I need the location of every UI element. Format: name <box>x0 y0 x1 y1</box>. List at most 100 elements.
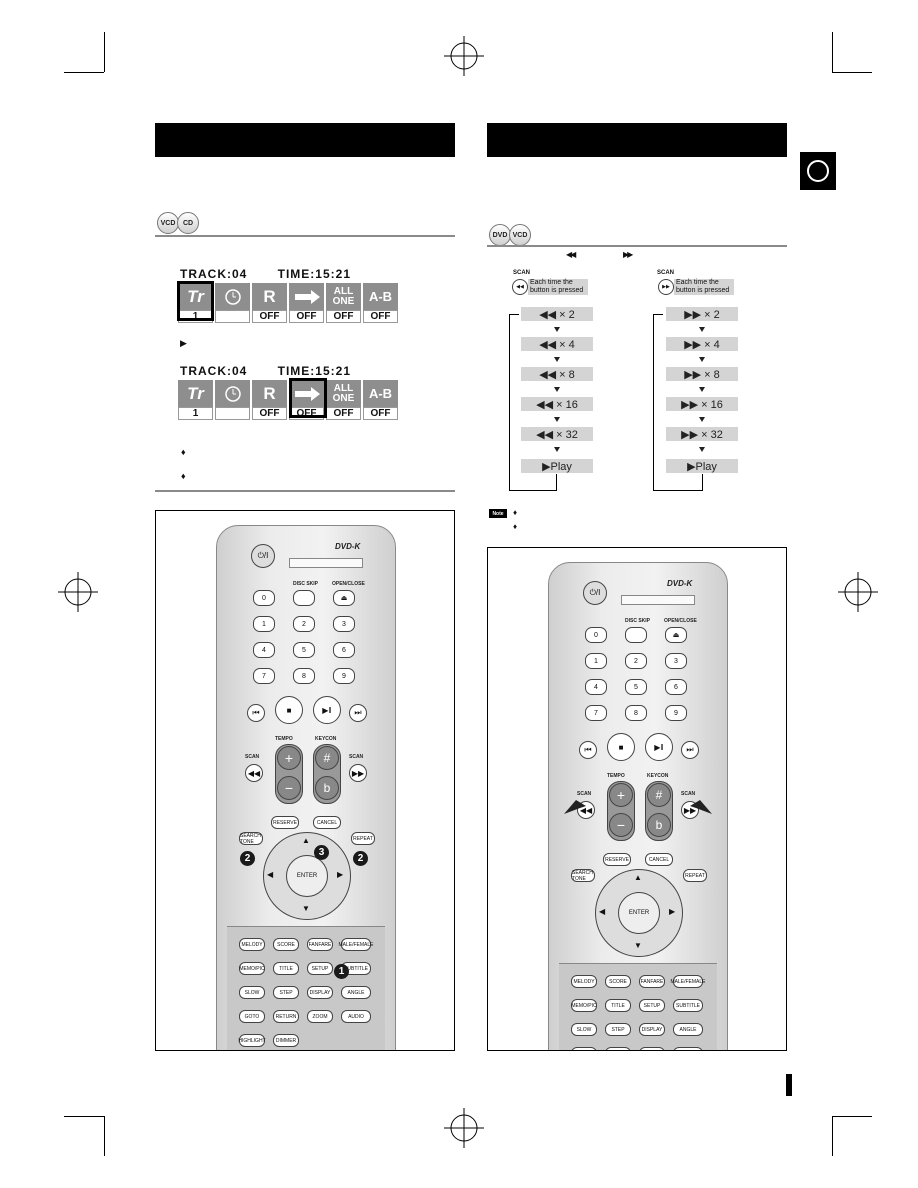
right-arrow-icon[interactable]: ▶ <box>337 870 344 879</box>
zoom-button[interactable]: ZOOM <box>639 1047 665 1050</box>
dimmer-button[interactable]: DIMMER <box>273 1034 299 1047</box>
setup-button[interactable]: SETUP <box>639 999 665 1012</box>
number-button-0[interactable]: 0 <box>585 627 607 643</box>
play-pause-button[interactable]: ▶‖ <box>645 733 673 761</box>
keycon-sharp-button[interactable]: # <box>647 783 671 807</box>
scan-back-button[interactable]: ◀◀ <box>245 764 263 782</box>
enter-button[interactable]: ENTER <box>618 892 660 934</box>
male-female-button[interactable]: MALE/FEMALE <box>671 975 706 988</box>
disc-skip-label: DISC SKIP <box>625 618 651 624</box>
open-close-button[interactable]: ⏏ <box>333 590 355 606</box>
highlight-button[interactable]: HIGHLIGHT <box>238 1034 266 1047</box>
repeat-button[interactable]: REPEAT <box>683 869 707 882</box>
number-button-0[interactable]: 0 <box>253 590 275 606</box>
number-button-3[interactable]: 3 <box>333 616 355 632</box>
audio-button[interactable]: AUDIO <box>673 1047 703 1050</box>
search-tone-button[interactable]: SEARCH TONE <box>239 832 263 845</box>
memo-pic-button[interactable]: MEMO/PIC <box>571 999 597 1012</box>
angle-button[interactable]: ANGLE <box>673 1023 703 1036</box>
skip-back-button[interactable]: ⏮ <box>579 741 597 759</box>
down-arrow-icon[interactable]: ▼ <box>302 904 310 913</box>
keycon-flat-button[interactable]: b <box>315 776 339 800</box>
slow-button[interactable]: SLOW <box>239 986 265 999</box>
fanfare-button[interactable]: FANFARE <box>307 938 333 951</box>
number-button-9[interactable]: 9 <box>665 705 687 721</box>
enter-button[interactable]: ENTER <box>286 855 328 897</box>
left-arrow-icon[interactable]: ◀ <box>599 907 606 916</box>
disc-skip-button[interactable] <box>293 590 315 606</box>
tempo-plus-button[interactable]: + <box>609 783 633 807</box>
power-button[interactable]: ⏻/I <box>251 544 275 568</box>
osd-r-icon: R <box>252 380 287 407</box>
number-button-8[interactable]: 8 <box>625 705 647 721</box>
stop-button[interactable]: ■ <box>275 696 303 724</box>
stop-button[interactable]: ■ <box>607 733 635 761</box>
tempo-minus-button[interactable]: − <box>609 813 633 837</box>
search-tone-button[interactable]: SEARCH TONE <box>571 869 595 882</box>
number-button-5[interactable]: 5 <box>625 679 647 695</box>
angle-button[interactable]: ANGLE <box>341 986 371 999</box>
subtitle-button[interactable]: SUBTITLE <box>673 999 703 1012</box>
osd-all-one-icon: ALL ONE <box>326 283 361 310</box>
score-button[interactable]: SCORE <box>605 975 631 988</box>
power-button[interactable]: ⏻/I <box>583 581 607 605</box>
number-button-2[interactable]: 2 <box>625 653 647 669</box>
tempo-minus-button[interactable]: − <box>277 776 301 800</box>
melody-button[interactable]: MELODY <box>239 938 265 951</box>
note-badge: Note <box>489 509 507 518</box>
number-button-4[interactable]: 4 <box>585 679 607 695</box>
number-button-3[interactable]: 3 <box>665 653 687 669</box>
open-close-button[interactable]: ⏏ <box>665 627 687 643</box>
zoom-button[interactable]: ZOOM <box>307 1010 333 1023</box>
number-button-6[interactable]: 6 <box>665 679 687 695</box>
keycon-sharp-button[interactable]: # <box>315 746 339 770</box>
up-arrow-icon[interactable]: ▲ <box>634 873 642 882</box>
number-button-6[interactable]: 6 <box>333 642 355 658</box>
fanfare-button[interactable]: FANFARE <box>639 975 665 988</box>
play-pause-button[interactable]: ▶‖ <box>313 696 341 724</box>
title-button[interactable]: TITLE <box>273 962 299 975</box>
goto-button[interactable]: GOTO <box>571 1047 597 1050</box>
number-button-7[interactable]: 7 <box>585 705 607 721</box>
display-button[interactable]: DISPLAY <box>307 986 333 999</box>
return-button[interactable]: RETURN <box>605 1047 631 1050</box>
title-button[interactable]: TITLE <box>605 999 631 1012</box>
memo-pic-button[interactable]: MEMO/PIC <box>239 962 265 975</box>
number-button-2[interactable]: 2 <box>293 616 315 632</box>
skip-back-button[interactable]: ⏮ <box>247 704 265 722</box>
number-button-8[interactable]: 8 <box>293 668 315 684</box>
disc-skip-button[interactable] <box>625 627 647 643</box>
repeat-button[interactable]: REPEAT <box>351 832 375 845</box>
number-button-5[interactable]: 5 <box>293 642 315 658</box>
keycon-flat-button[interactable]: b <box>647 813 671 837</box>
up-arrow-icon[interactable]: ▲ <box>302 836 310 845</box>
cancel-button[interactable]: CANCEL <box>645 853 673 866</box>
right-arrow-icon[interactable]: ▶ <box>669 907 676 916</box>
display-button[interactable]: DISPLAY <box>639 1023 665 1036</box>
number-button-1[interactable]: 1 <box>253 616 275 632</box>
return-button[interactable]: RETURN <box>273 1010 299 1023</box>
skip-forward-button[interactable]: ⏭ <box>349 704 367 722</box>
cancel-button[interactable]: CANCEL <box>313 816 341 829</box>
score-button[interactable]: SCORE <box>273 938 299 951</box>
male-female-button[interactable]: MALE/FEMALE <box>339 938 374 951</box>
step-button[interactable]: STEP <box>605 1023 631 1036</box>
skip-forward-button[interactable]: ⏭ <box>681 741 699 759</box>
audio-button[interactable]: AUDIO <box>341 1010 371 1023</box>
number-button-1[interactable]: 1 <box>585 653 607 669</box>
tempo-plus-button[interactable]: + <box>277 746 301 770</box>
reserve-button[interactable]: RESERVE <box>603 853 631 866</box>
melody-button[interactable]: MELODY <box>571 975 597 988</box>
slow-button[interactable]: SLOW <box>571 1023 597 1036</box>
step-button[interactable]: STEP <box>273 986 299 999</box>
number-button-4[interactable]: 4 <box>253 642 275 658</box>
left-arrow-icon[interactable]: ◀ <box>267 870 274 879</box>
reserve-button[interactable]: RESERVE <box>271 816 299 829</box>
number-button-9[interactable]: 9 <box>333 668 355 684</box>
goto-button[interactable]: GOTO <box>239 1010 265 1023</box>
down-arrow-icon[interactable]: ▼ <box>634 941 642 950</box>
osd-value <box>215 310 250 323</box>
scan-forward-button[interactable]: ▶▶ <box>349 764 367 782</box>
number-button-7[interactable]: 7 <box>253 668 275 684</box>
setup-button[interactable]: SETUP <box>307 962 333 975</box>
